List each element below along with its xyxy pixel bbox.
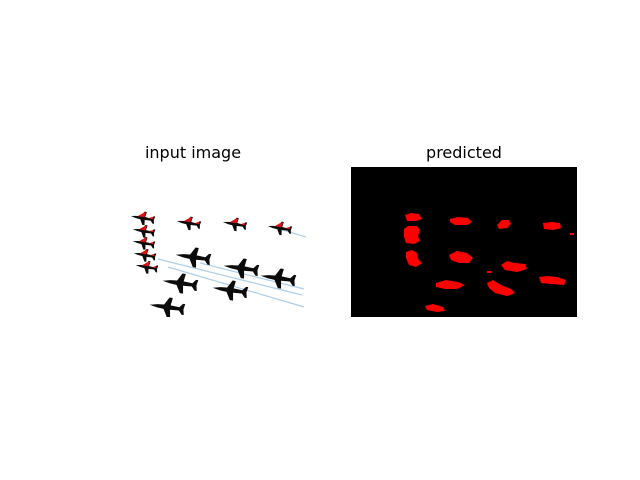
aircraft: [223, 258, 260, 279]
mask-blob: [406, 250, 422, 267]
aircraft: [260, 268, 297, 289]
mask-blob: [539, 276, 566, 285]
aircraft: [267, 221, 293, 236]
aircraft: [130, 211, 156, 226]
mask-speck: [487, 271, 491, 273]
mask-blob: [497, 220, 511, 229]
contrails: [157, 228, 306, 308]
mask-blob: [405, 213, 422, 221]
mask-speck: [570, 233, 574, 235]
aircraft: [175, 247, 212, 268]
contrail: [199, 262, 305, 290]
predicted-mask: [351, 167, 577, 317]
aircraft: [212, 280, 249, 301]
mask-blob: [543, 222, 561, 230]
aircraft: [149, 297, 186, 317]
contrail: [279, 228, 306, 238]
mask-regions: [404, 213, 574, 312]
mask-blob: [487, 280, 515, 296]
input-image-title: input image: [144, 143, 242, 162]
aircraft: [135, 261, 159, 274]
input-image: [80, 167, 306, 317]
predicted-mask-canvas: [404, 213, 574, 312]
contrail: [157, 258, 303, 296]
mask-blob: [404, 226, 420, 244]
mask-blob: [450, 217, 472, 225]
aircraft: [132, 237, 156, 250]
aircraft: [162, 273, 199, 294]
input-image-canvas: [130, 211, 306, 317]
contrail: [167, 266, 305, 308]
aircraft: [176, 216, 202, 231]
aircraft-group: [130, 211, 297, 317]
mask-blob: [501, 261, 527, 272]
aircraft: [133, 249, 157, 262]
aircraft: [222, 217, 248, 232]
aircraft: [132, 225, 156, 238]
mask-blob: [436, 280, 465, 289]
mask-blob: [425, 304, 445, 312]
predicted-title: predicted: [426, 143, 502, 162]
mask-blob: [449, 251, 473, 263]
